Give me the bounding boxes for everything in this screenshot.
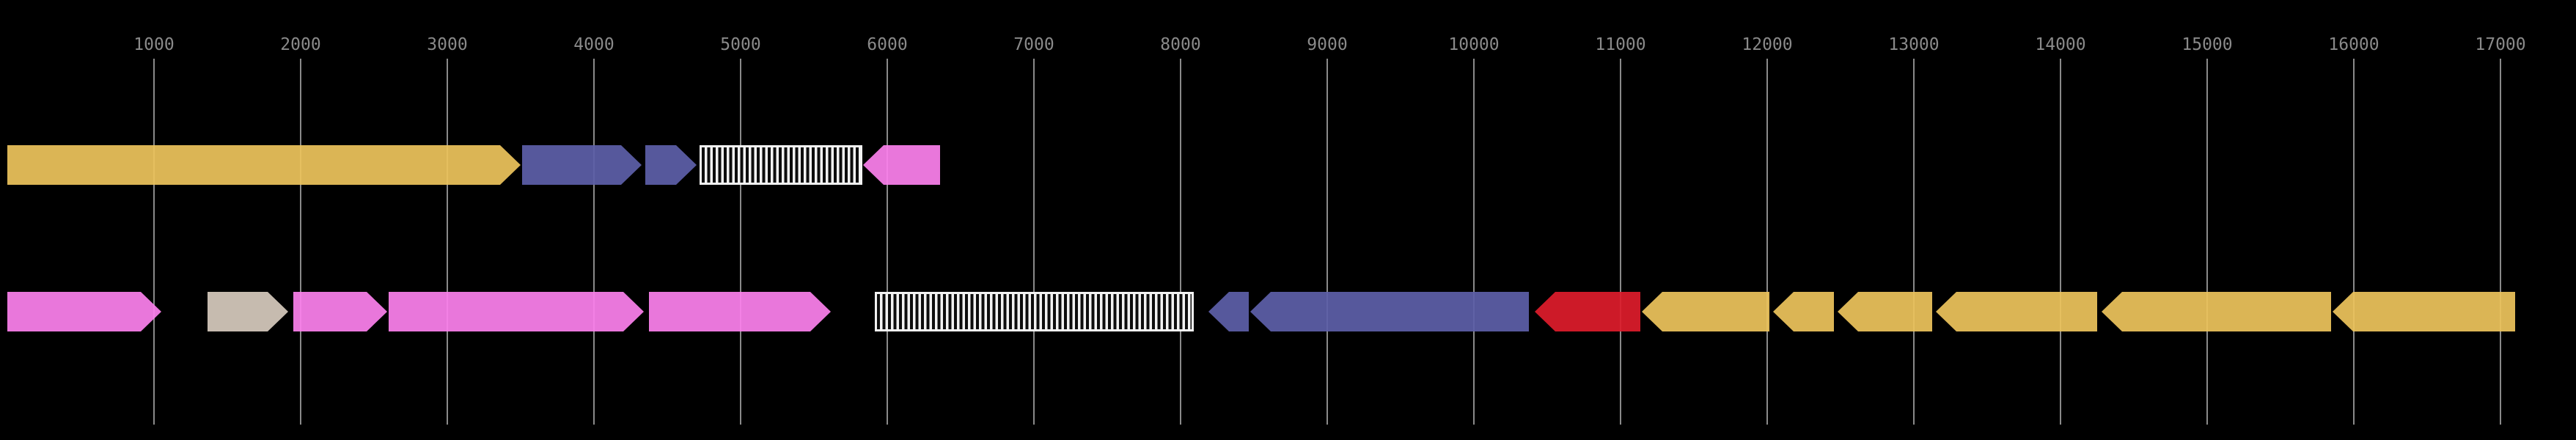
track-1-gene-arrow-5-left xyxy=(863,145,940,185)
track-2-hatched-region-6 xyxy=(875,292,1194,331)
tick-label-13000: 13000 xyxy=(1888,35,1940,54)
track-1-gene-arrow-3-right xyxy=(645,145,697,185)
gridline-3000 xyxy=(447,59,448,425)
gridline-1000 xyxy=(153,59,155,425)
tick-label-7000: 7000 xyxy=(1013,35,1054,54)
gridline-13000 xyxy=(1913,59,1915,425)
tick-label-15000: 15000 xyxy=(2181,35,2233,54)
track-2-gene-arrow-2-right xyxy=(208,292,288,331)
tick-label-3000: 3000 xyxy=(427,35,468,54)
tick-label-9000: 9000 xyxy=(1307,35,1348,54)
gridline-17000 xyxy=(2500,59,2501,425)
track-2-gene-arrow-5-right xyxy=(649,292,831,331)
track-2-gene-arrow-1-right xyxy=(7,292,161,331)
track-2-gene-arrow-10-left xyxy=(1642,292,1769,331)
tick-label-2000: 2000 xyxy=(280,35,321,54)
track-2-gene-arrow-3-right xyxy=(293,292,387,331)
track-1-gene-arrow-2-right xyxy=(522,145,642,185)
gridline-15000 xyxy=(2206,59,2208,425)
gridline-6000 xyxy=(887,59,888,425)
gridline-14000 xyxy=(2060,59,2061,425)
tick-label-4000: 4000 xyxy=(573,35,614,54)
tick-label-1000: 1000 xyxy=(133,35,175,54)
track-2-gene-arrow-4-right xyxy=(389,292,644,331)
gridline-7000 xyxy=(1033,59,1035,425)
tick-label-5000: 5000 xyxy=(720,35,761,54)
tick-label-8000: 8000 xyxy=(1160,35,1201,54)
track-2-gene-arrow-9-left xyxy=(1535,292,1640,331)
tick-label-11000: 11000 xyxy=(1595,35,1646,54)
gridline-10000 xyxy=(1473,59,1475,425)
track-1-gene-arrow-1-right xyxy=(7,145,521,185)
track-2-gene-arrow-14-left xyxy=(2102,292,2331,331)
gridline-12000 xyxy=(1766,59,1768,425)
track-2-gene-arrow-11-left xyxy=(1773,292,1834,331)
tick-label-16000: 16000 xyxy=(2328,35,2379,54)
track-2-gene-arrow-7-left xyxy=(1208,292,1249,331)
gridline-16000 xyxy=(2353,59,2355,425)
tick-label-12000: 12000 xyxy=(1742,35,1793,54)
gridline-11000 xyxy=(1620,59,1621,425)
tick-label-6000: 6000 xyxy=(867,35,908,54)
track-2-gene-arrow-12-left xyxy=(1838,292,1932,331)
track-1-hatched-region-4 xyxy=(700,145,862,185)
tick-label-17000: 17000 xyxy=(2475,35,2526,54)
gridline-4000 xyxy=(593,59,595,425)
gridline-2000 xyxy=(300,59,301,425)
track-2-gene-arrow-13-left xyxy=(1936,292,2097,331)
gridline-5000 xyxy=(740,59,741,425)
gridline-8000 xyxy=(1180,59,1181,425)
tick-label-14000: 14000 xyxy=(2035,35,2086,54)
gridline-9000 xyxy=(1326,59,1328,425)
track-2-gene-arrow-15-left xyxy=(2333,292,2515,331)
track-2-gene-arrow-8-left xyxy=(1250,292,1529,331)
tick-label-10000: 10000 xyxy=(1448,35,1500,54)
